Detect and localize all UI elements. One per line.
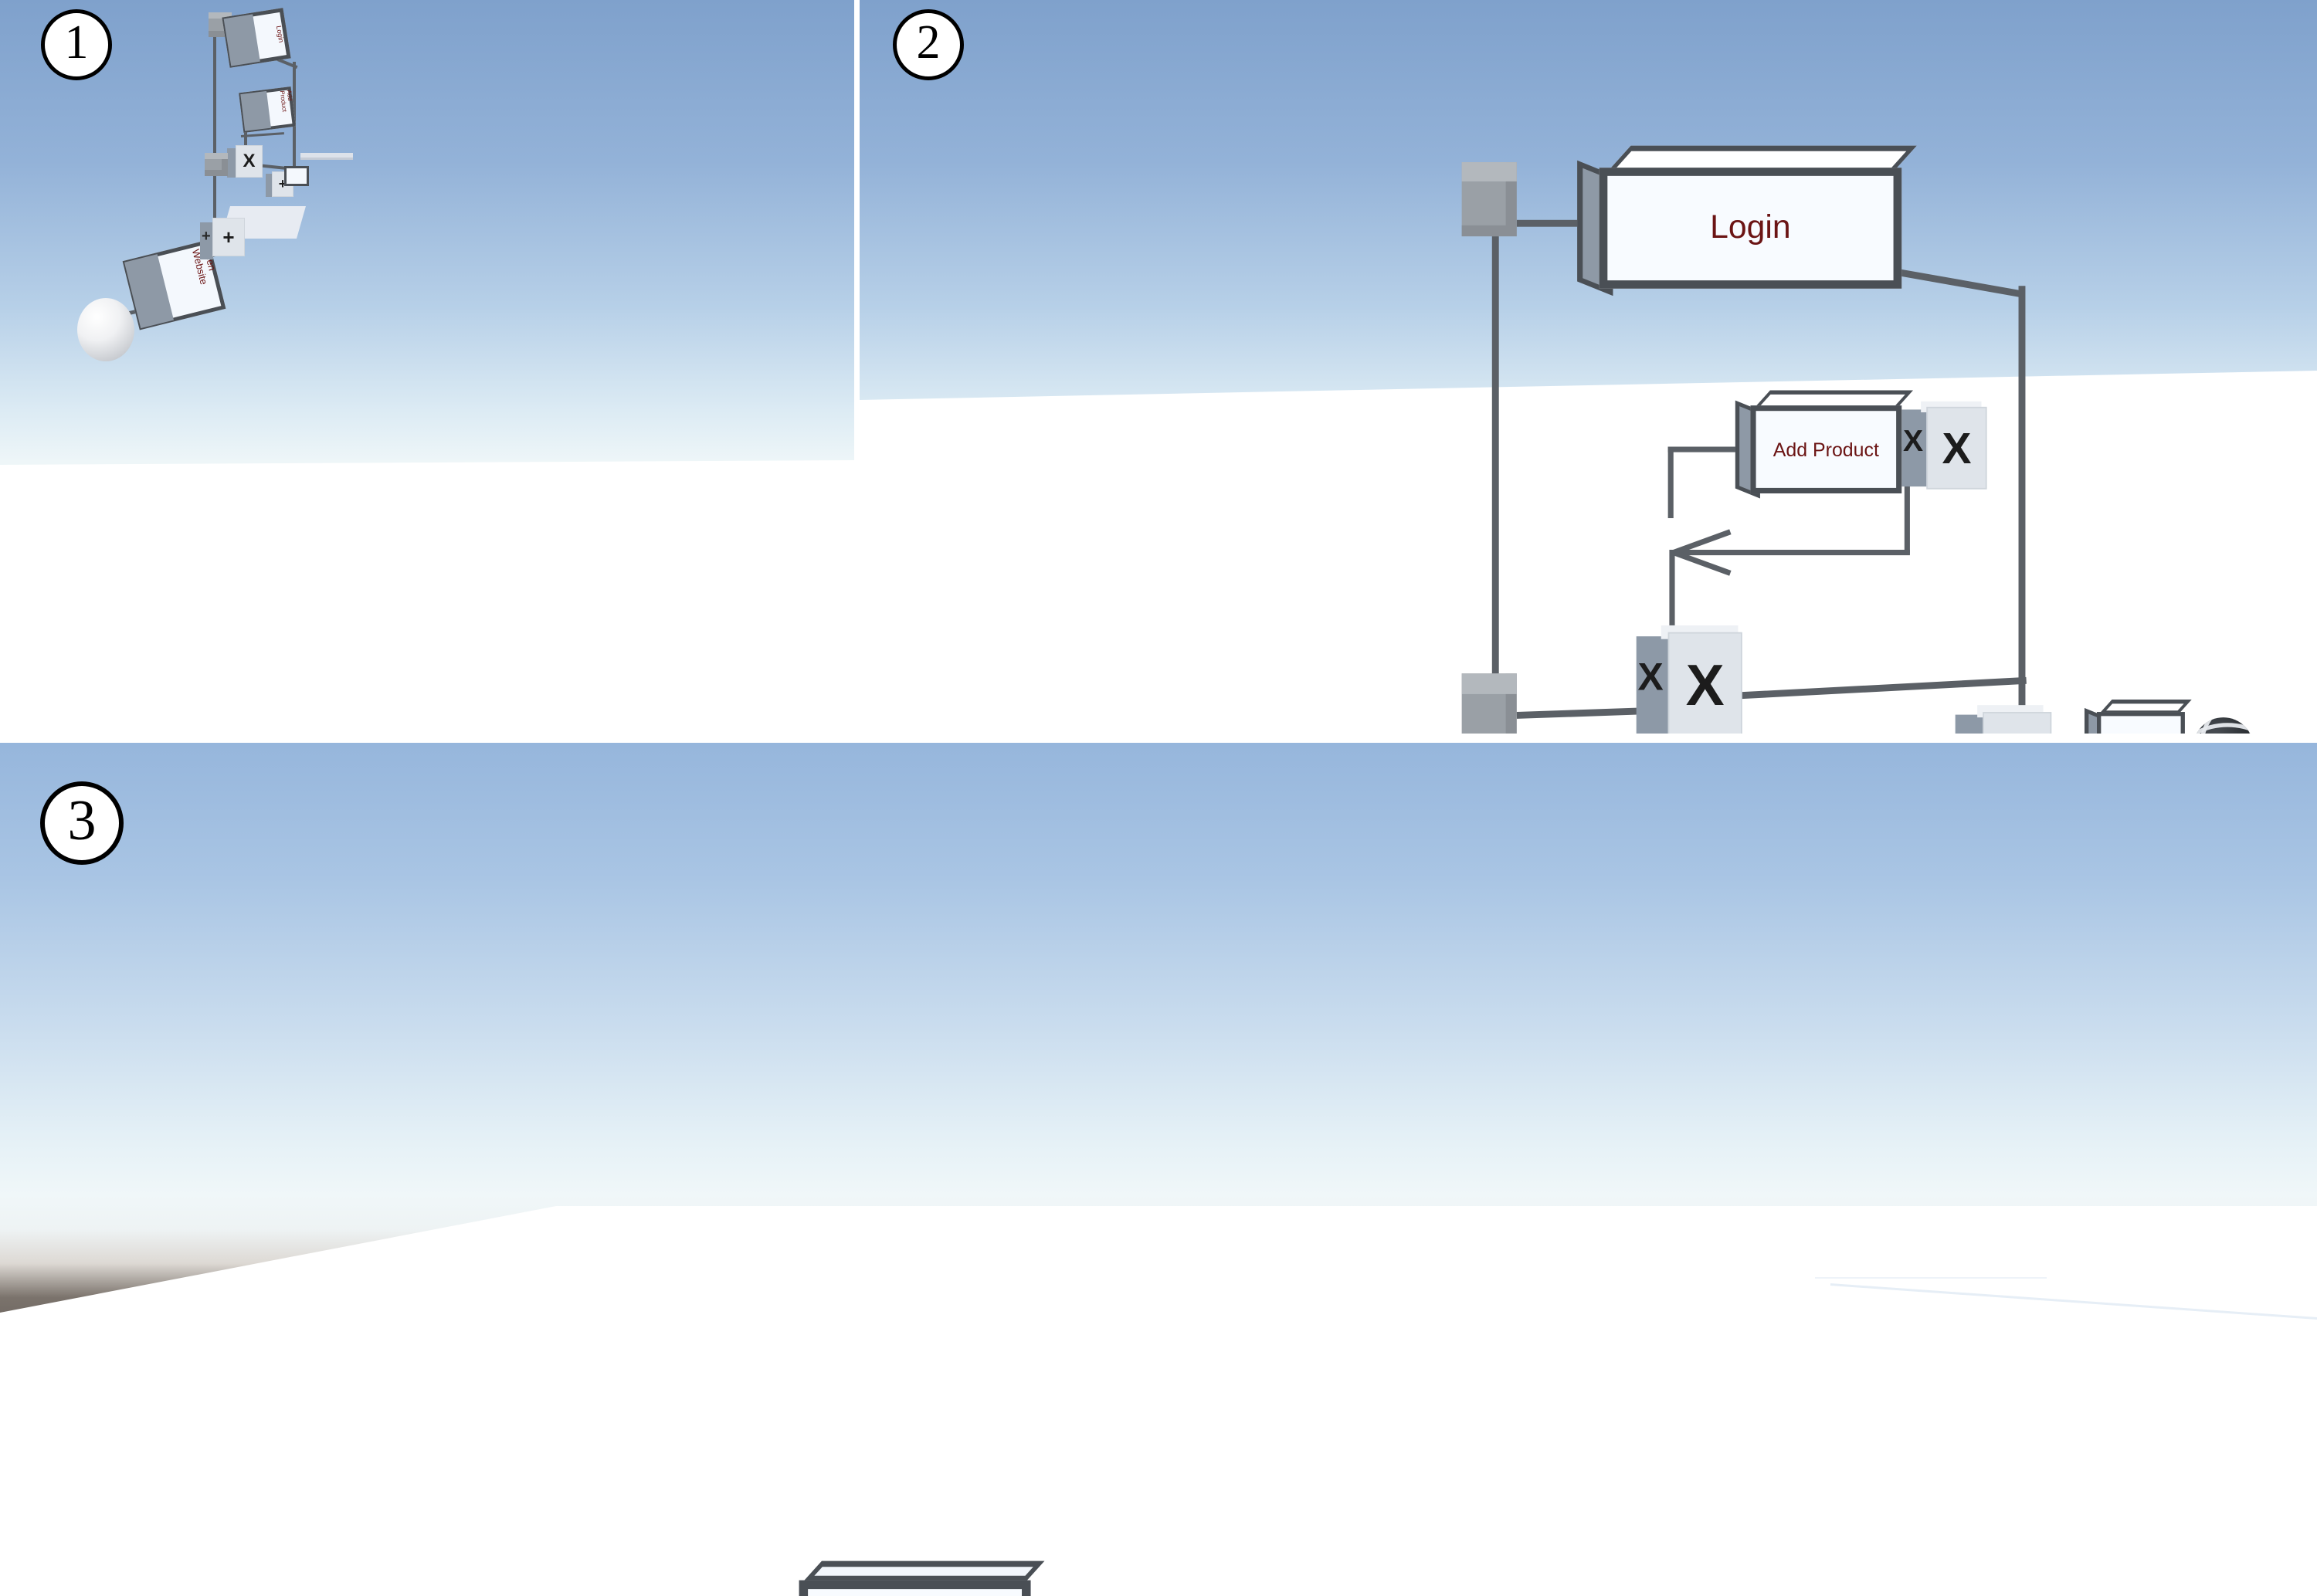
panel-divider-vertical [854,0,860,734]
edge-topevent-login-2 [1516,219,1603,227]
pool-slab-far-1 [300,153,353,158]
gw-side-glyph-2d: + [1956,732,1976,734]
gw-parallel-join-2: + + [1955,705,2052,734]
intermediate-event-top-2 [1461,162,1517,237]
gw-side-glyph-1a: + [202,228,211,245]
gw-exclusive-split-2: X X [1901,401,1987,495]
gw-side-glyph-2b: X [1637,656,1664,699]
gw-side-glyph-2c: X [1903,423,1924,458]
task-label-login-2: Login [1599,168,1902,289]
floor-plane-1 [0,460,854,734]
task-add-product-1: Add Product [239,86,296,133]
panel-2-content: Open Website + + X X X X + + Login [860,0,2317,734]
gw-exclusive-1: X [227,145,263,181]
edge-loopback-up-2 [1904,474,1910,554]
task-label-pay-2: Pay [2097,712,2185,734]
gw-glyph-1b: X [236,145,263,178]
intermediate-event-mid-2 [1461,673,1517,734]
panel-divider-horizontal [0,734,2317,743]
task-login-1: Login [222,8,291,68]
panel-badge-2: 2 [893,9,964,80]
panel-3: 3 [0,743,2317,1596]
panel-badge-1: 1 [41,9,112,80]
gw-parallel-split-1: + + [200,218,245,261]
gw-exclusive-join-2: X X [1636,625,1749,734]
task-pay-1 [284,166,309,186]
task-pay-2: Pay [2084,700,2192,734]
start-event-1 [77,298,134,361]
task-login-3: Login [799,1560,1045,1596]
edge-loopback-horizontal-2 [1673,550,1910,556]
intermediate-event-mid-1 [205,153,228,176]
edge-to-addproduct-2 [1667,446,1745,452]
edge-addproduct-in-2 [1667,446,1674,519]
edge-x-up-2 [1669,550,1675,646]
task-label-login-3: Login [799,1580,1031,1596]
panel-3-content: Open Website + + Login Add Product X X X [0,743,2317,1596]
panel-badge-3: 3 [40,781,124,865]
floor-plane-2 [860,371,2317,734]
end-event-2 [2193,717,2254,734]
gw-glyph-2b: X [1667,632,1742,734]
floor-seam-2 [1815,1277,2047,1279]
panel-2: 2 [860,0,2317,734]
edge-x-join-right-2 [1701,676,2027,701]
edge-split-up-1 [213,37,216,246]
gw-glyph-1a: + [212,218,245,256]
gw-glyph-2c: X [1926,406,1987,490]
task-login-2: Login [1577,145,1917,296]
task-label-add-product-1: Add Product [278,89,294,113]
gw-glyph-2d: + [1983,712,2052,734]
panel-1: 1 Open Website + + X [0,0,854,734]
edge-split-vertical-2 [1491,196,1499,734]
floor-plane-3 [0,1206,2317,1596]
task-add-product-2: Add Product [1735,390,1914,499]
edge-right-down-2 [2018,286,2026,734]
task-label-add-product-2: Add Product [1750,405,1902,494]
